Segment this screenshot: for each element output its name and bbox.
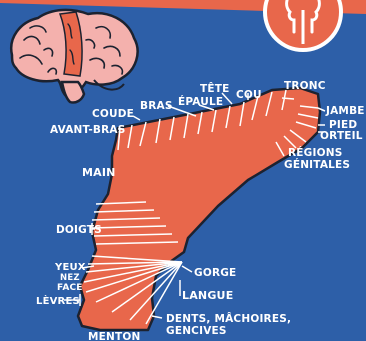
label-dents-line2: GENCIVES (166, 325, 227, 337)
label-yeux: YEUX (54, 262, 86, 273)
label-face: FACE (57, 283, 83, 293)
label-avant-bras: AVANT-BRAS (50, 124, 126, 136)
label-tete: TÊTE (200, 82, 229, 95)
label-main: MAIN (82, 166, 116, 179)
label-regions-line2: GÉNITALES (284, 158, 350, 171)
brain-icon (11, 10, 137, 103)
label-levres: LÈVRES (36, 294, 80, 307)
label-gorge: GORGE (194, 267, 236, 279)
label-langue: LANGUE (182, 289, 233, 302)
head-profile-icon (265, 0, 341, 50)
label-bras: BRAS (140, 100, 173, 112)
label-coude: COUDE (92, 108, 134, 120)
label-menton: MENTON (88, 331, 141, 341)
label-tronc: TRONC (284, 80, 326, 92)
label-doigts: DOIGTS (56, 224, 102, 236)
label-epaule: ÉPAULE (178, 95, 223, 108)
label-regions-line1: RÉGIONS (288, 146, 342, 159)
label-orteil: ORTEIL (320, 130, 363, 142)
label-jambe: JAMBE (325, 105, 365, 117)
label-dents-line1: DENTS, MÂCHOIRES, (166, 312, 291, 325)
label-nez: NEZ (60, 273, 80, 283)
label-cou: COU (236, 89, 262, 101)
